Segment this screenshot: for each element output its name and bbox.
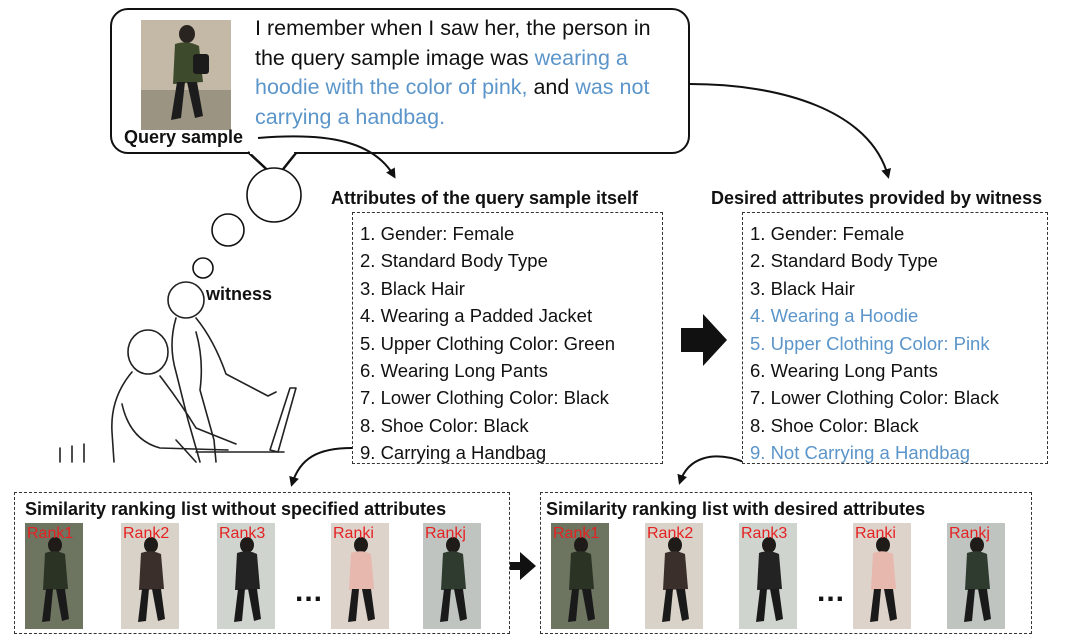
ranked-image: Rankj bbox=[947, 523, 1005, 629]
attribute-item: 4. Wearing a Padded Jacket bbox=[360, 305, 593, 327]
attribute-item: 5. Upper Clothing Color: Green bbox=[360, 332, 616, 354]
attribute-item: 9. Not Carrying a Handbag bbox=[750, 442, 971, 464]
rank-label: Ranki bbox=[855, 525, 896, 542]
attribute-item: 5. Upper Clothing Color: Pink bbox=[750, 332, 990, 354]
ranked-image: Rank1 bbox=[25, 523, 83, 629]
witness-statement: I remember when I saw her, the person in… bbox=[255, 16, 651, 129]
attribute-item: 6. Wearing Long Pants bbox=[750, 360, 938, 382]
ranking-with-strip: Rank1 Rank2 Rank3 Ranki Rankj... bbox=[541, 523, 1033, 633]
thought-circle-small bbox=[192, 257, 214, 279]
rank-label: Rankj bbox=[425, 525, 466, 542]
rank-label: Rank3 bbox=[741, 525, 788, 542]
query-attributes-list: 1. Gender: Female 2. Standard Body Type 3.… bbox=[353, 213, 662, 467]
rank-label: Rank1 bbox=[553, 525, 600, 542]
ranking-without-box: Similarity ranking list without specifie… bbox=[14, 492, 510, 634]
rank-label: Rank2 bbox=[647, 525, 694, 542]
ranking-arrow bbox=[510, 552, 536, 580]
query-attributes-box: 1. Gender: Female 2. Standard Body Type 3.… bbox=[352, 212, 663, 464]
attribute-item: 2. Standard Body Type bbox=[360, 250, 548, 272]
rank-label: Rank2 bbox=[123, 525, 170, 542]
ranked-image: Rank2 bbox=[645, 523, 703, 629]
rank-label: Ranki bbox=[333, 525, 374, 542]
query-sample-image bbox=[141, 20, 231, 130]
statement-highlight-hoodie: wearing a hoodie with the color of pink, bbox=[255, 45, 628, 100]
attribute-item: 8. Shoe Color: Black bbox=[750, 414, 919, 436]
witness-label: witness bbox=[206, 284, 273, 304]
attribute-item: 4. Wearing a Hoodie bbox=[750, 305, 919, 327]
ranking-without-title: Similarity ranking list without specifie… bbox=[25, 499, 447, 519]
ranked-image: Rank1 bbox=[551, 523, 609, 629]
attribute-item: 3. Black Hair bbox=[360, 277, 465, 299]
witness-illustration bbox=[59, 281, 297, 463]
query-attributes-heading: Attributes of the query sample itself bbox=[331, 188, 639, 208]
ranked-image: Rank3 bbox=[217, 523, 275, 629]
thought-circle-large bbox=[246, 167, 302, 223]
attribute-item: 9. Carrying a Handbag bbox=[360, 442, 547, 464]
ranking-without-strip: Rank1 Rank2 Rank3 Ranki Rankj... bbox=[15, 523, 511, 633]
rank-label: Rankj bbox=[949, 525, 990, 542]
attribute-item: 6. Wearing Long Pants bbox=[360, 360, 548, 382]
attribute-item: 3. Black Hair bbox=[750, 277, 855, 299]
query-sample-label: Query sample bbox=[124, 127, 244, 147]
attribute-item: 8. Shoe Color: Black bbox=[360, 414, 529, 436]
ranked-image: Ranki bbox=[853, 523, 911, 629]
statement-highlight-handbag: was not carrying a handbag. bbox=[255, 75, 650, 129]
ranking-ellipsis: ... bbox=[295, 575, 324, 608]
rank-label: Rank3 bbox=[219, 525, 266, 542]
ranking-with-title: Similarity ranking list with desired att… bbox=[546, 499, 926, 519]
desired-attributes-box: 1. Gender: Female 2. Standard Body Type 3.… bbox=[742, 212, 1048, 464]
ranked-image: Rank3 bbox=[739, 523, 797, 629]
transform-arrow bbox=[681, 314, 727, 366]
ranking-with-box: Similarity ranking list with desired att… bbox=[540, 492, 1032, 634]
ranked-image: Rank2 bbox=[121, 523, 179, 629]
thought-circle-medium bbox=[211, 213, 245, 247]
rank-label: Rank1 bbox=[27, 525, 74, 542]
attribute-item: 7. Lower Clothing Color: Black bbox=[750, 387, 999, 409]
attribute-item: 2. Standard Body Type bbox=[750, 250, 938, 272]
attribute-item: 7. Lower Clothing Color: Black bbox=[360, 387, 609, 409]
attribute-item: 1. Gender: Female bbox=[750, 223, 905, 244]
desired-attributes-heading: Desired attributes provided by witness bbox=[711, 188, 1043, 208]
ranking-ellipsis: ... bbox=[817, 575, 846, 608]
desired-attributes-list: 1. Gender: Female 2. Standard Body Type 3.… bbox=[743, 213, 1047, 467]
ranked-image: Rankj bbox=[423, 523, 481, 629]
ranked-image: Ranki bbox=[331, 523, 389, 629]
attribute-item: 1. Gender: Female bbox=[360, 223, 515, 244]
